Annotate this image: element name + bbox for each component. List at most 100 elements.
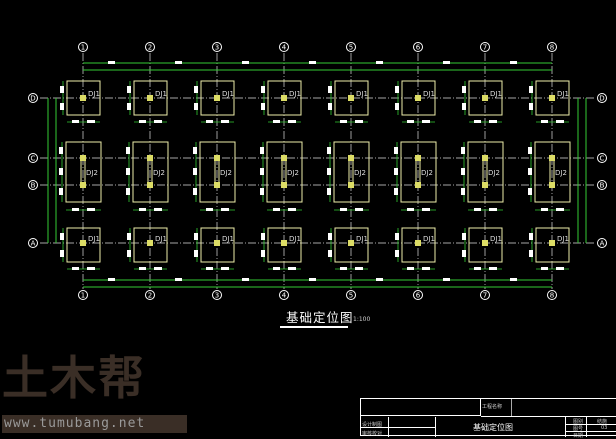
dimension-text [126,147,130,154]
footing-dj1 [535,227,570,263]
column-pier [80,95,86,101]
column-pier [80,240,86,246]
dimension-text [261,233,265,240]
watermark-logo: 土木帮 [2,351,146,405]
axis-label: 1 [81,44,85,52]
dimension-text [139,208,146,211]
footing-label: DJ1 [222,235,234,243]
dimension-text [395,86,399,93]
axis-bubble [346,42,356,52]
footing-label: DJ1 [423,90,435,98]
column-pier [482,95,488,101]
axis-bubble [547,42,557,52]
dimension-text [273,120,280,123]
dimension-text [59,188,63,195]
dimension-text [327,168,331,175]
dimension-text [87,208,95,211]
dimension-text [355,208,363,211]
tb-category-label: 图别 [573,419,584,425]
dimension-text [474,208,481,211]
axis-label: A [600,240,605,248]
footing-dj1 [66,227,101,263]
dimension-text [528,188,532,195]
axis-bubble [413,42,423,52]
footing-dj1 [334,227,369,263]
axis-label: 1 [81,292,85,300]
footing-dj1 [401,80,436,116]
dimension-text [127,233,131,240]
column-pier [549,240,555,246]
dimension-text [288,267,296,270]
axis-label: D [599,95,604,103]
footing-label: DJ1 [289,235,301,243]
column-pier [147,95,153,101]
tb-divider [586,417,587,437]
dimension-text [541,267,548,270]
dimension-text [422,267,430,270]
column-pier [214,240,220,246]
dimension-text [489,267,497,270]
column-pier [482,240,488,246]
column-pier [348,155,354,161]
dimension-text [59,168,63,175]
footing-dj2 [400,141,437,203]
dimension-text [510,61,517,64]
footing-dj1 [133,227,168,263]
axis-bubble [145,290,155,300]
tb-cell-blank [361,399,481,416]
dimension-text [462,86,466,93]
axis-label: 4 [282,44,287,52]
footing-dj1 [334,80,369,116]
footing-label: DJ1 [356,90,368,98]
column-pier [214,182,220,188]
dimension-text [206,208,213,211]
dimension-text [461,168,465,175]
dimension-text [407,267,414,270]
dimension-text [126,168,130,175]
drawing-title: 基础定位图 [286,310,354,325]
dimension-text [376,278,383,281]
footing-label: DJ1 [155,90,167,98]
footing-label: DJ1 [88,90,100,98]
dimension-text [309,61,316,64]
footing-dj2 [534,141,571,203]
axis-label: 8 [550,44,554,52]
footing-dj1 [200,80,235,116]
dimension-text [528,147,532,154]
dimension-text [541,120,548,123]
dimension-text [529,86,533,93]
dimension-text [328,86,332,93]
dimension-text [288,208,296,211]
dimension-text [260,168,264,175]
title-block: 工程名称 设计制图 审核校对 基础定位图 图别 结施 图号 03 日期 [360,398,616,439]
dimension-text [327,188,331,195]
footing-dj1 [468,227,503,263]
dimension-text [59,147,63,154]
footing-dj1 [535,80,570,116]
footing-label: DJ2 [488,169,500,177]
dimension-text [194,233,198,240]
dimension-text [194,86,198,93]
dimension-text [139,267,146,270]
footing-dj2 [467,141,504,203]
footing-dj2 [132,141,169,203]
axis-bubble [547,290,557,300]
column-pier [415,155,421,161]
axis-label: 2 [148,44,152,52]
tb-number-value: 03 [601,425,608,431]
footing-dj1 [267,80,302,116]
tb-divider [565,431,616,432]
column-pier [147,240,153,246]
column-pier [147,155,153,161]
title-underline [280,326,348,328]
dimension-text [194,103,198,110]
dimension-text [72,267,79,270]
dimension-text [355,120,363,123]
dimension-text [60,103,64,110]
footing-dj2 [333,141,370,203]
dimension-text [462,103,466,110]
axis-bubble [28,180,38,190]
footing-label: DJ2 [153,169,165,177]
dimension-text [260,188,264,195]
dimension-text [340,120,347,123]
